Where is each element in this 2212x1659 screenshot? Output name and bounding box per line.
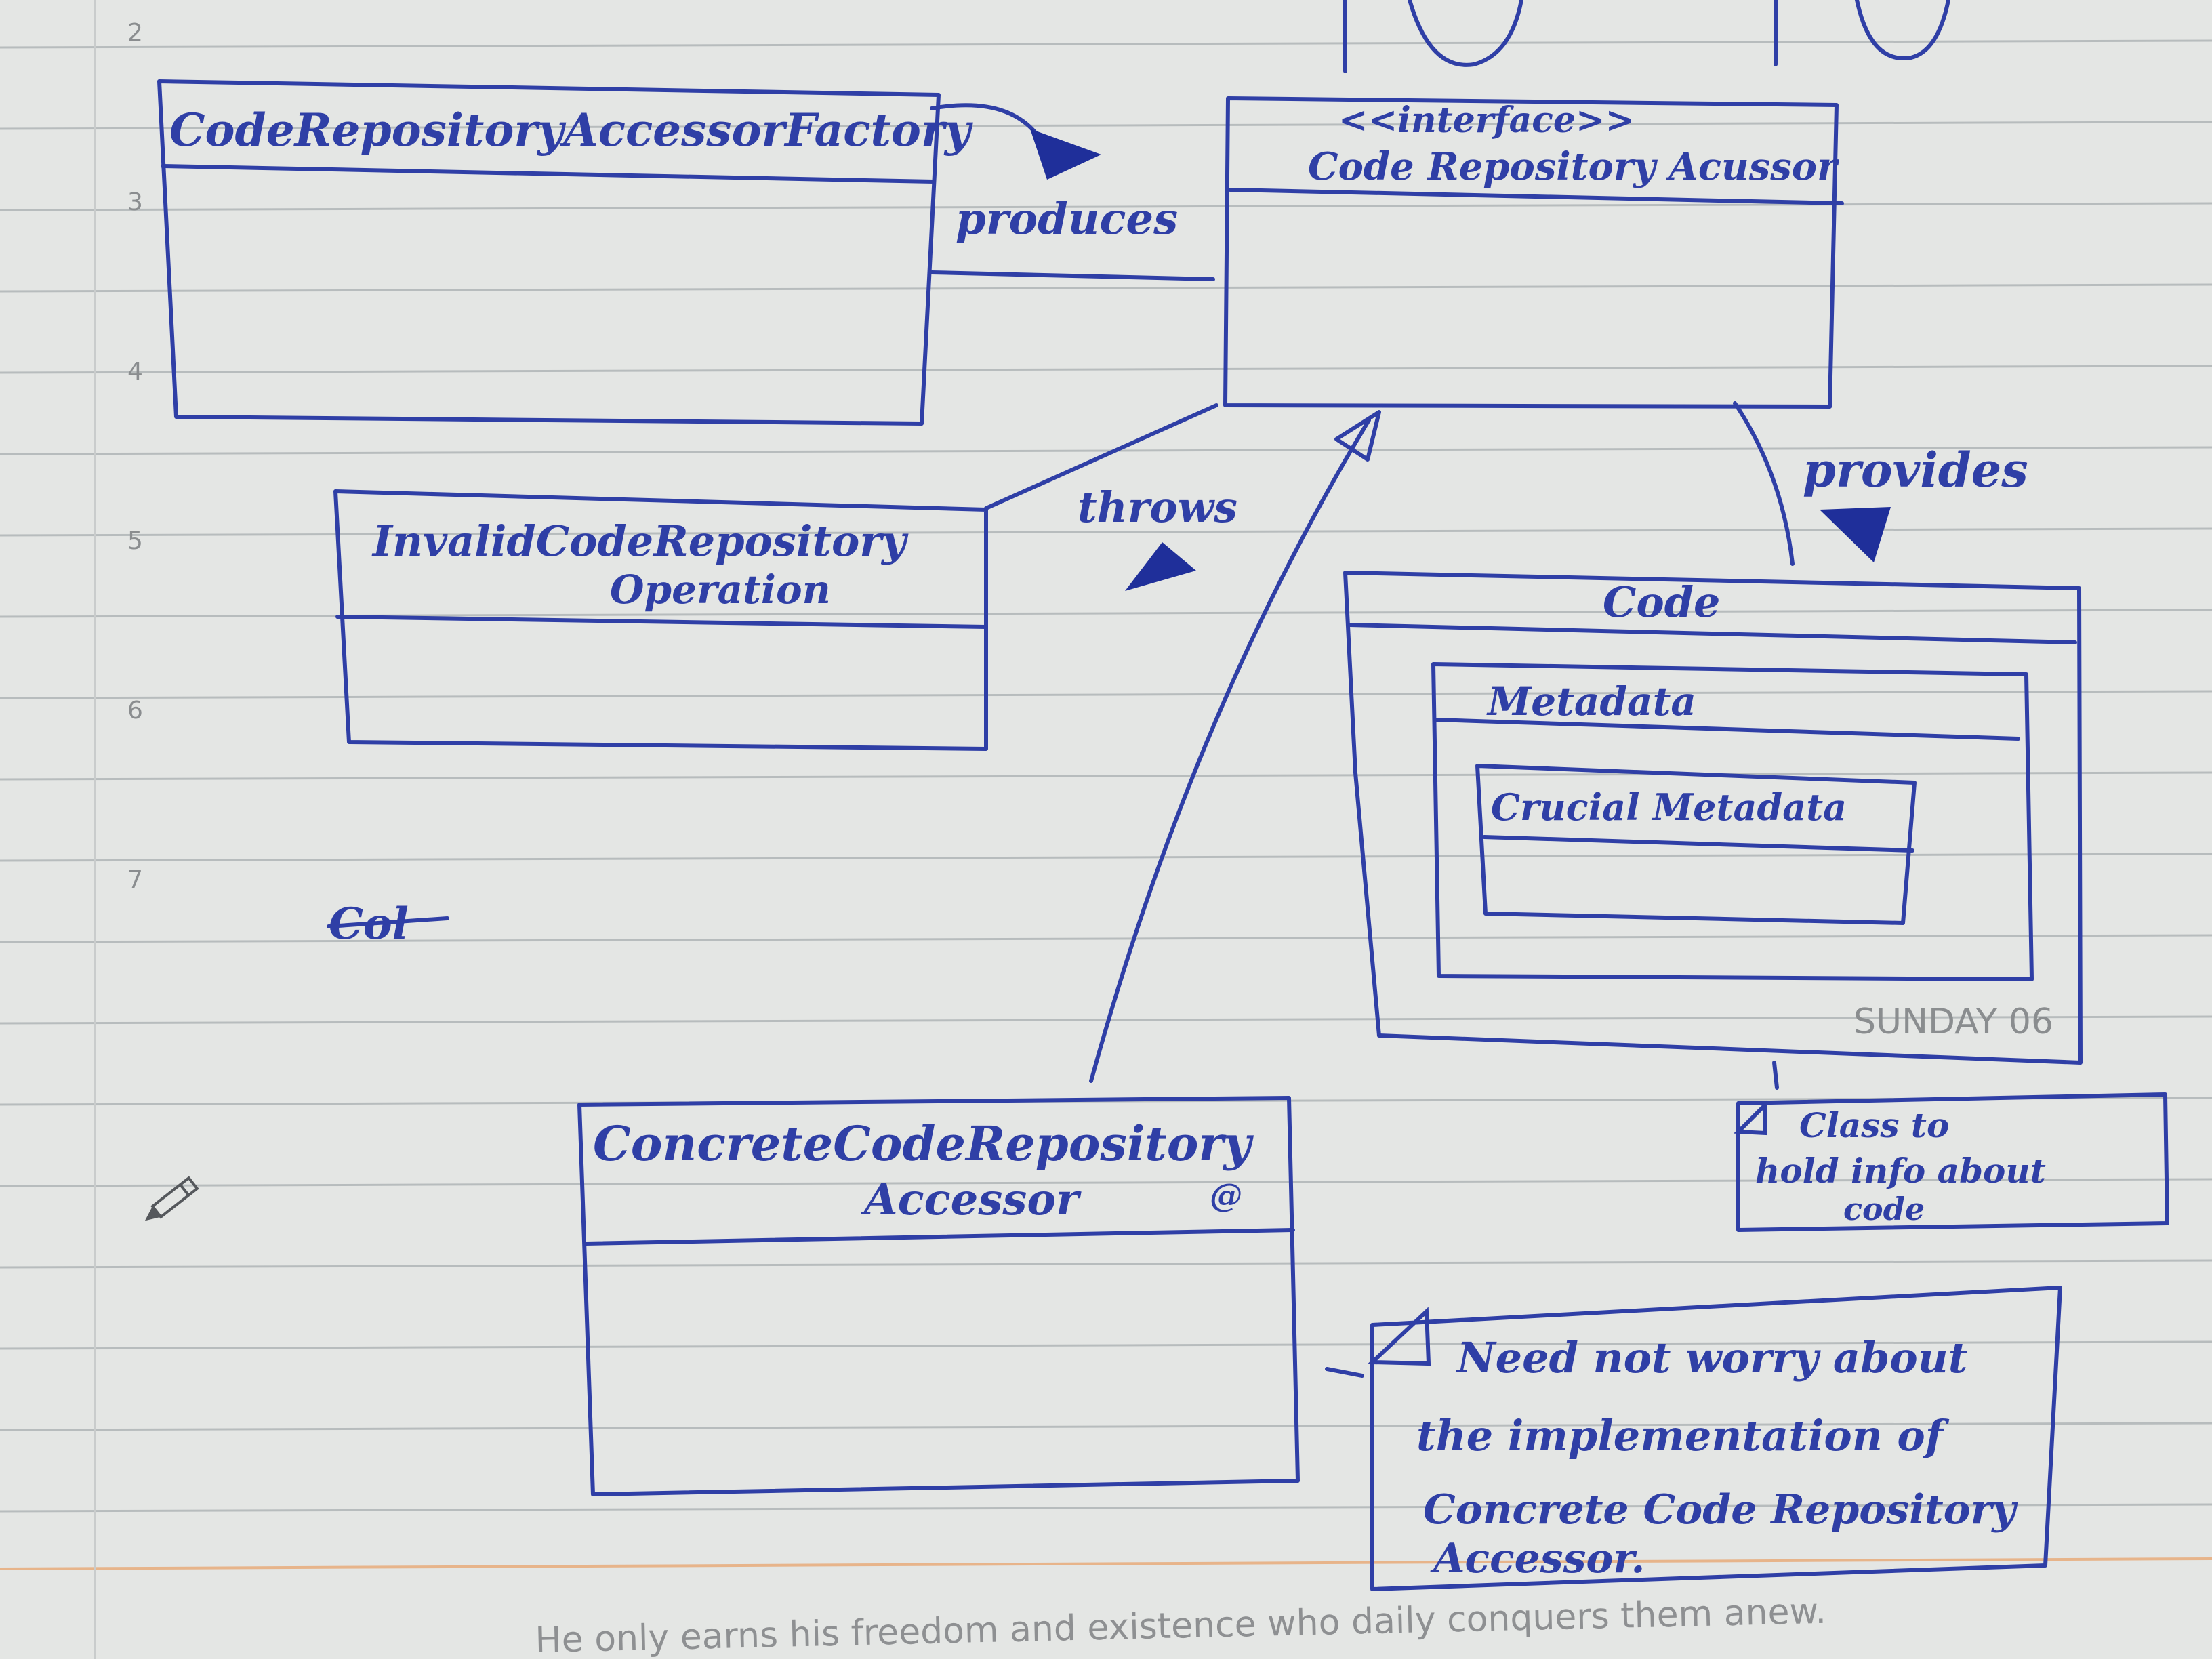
page-number: 4 [127, 358, 143, 386]
throws-label: throws [1078, 483, 1237, 532]
implementation-note: Need not worry about the implementation … [1325, 1286, 2062, 1591]
interface-class-name: Code Repository Acussor [1308, 144, 1839, 189]
printed-quote: He only earns his freedom and existence … [535, 1591, 1827, 1659]
exception-class: InvalidCodeRepository Operation [333, 489, 988, 751]
exception-class-name-line1: InvalidCodeRepository [371, 516, 909, 566]
code-note-line1: Class to [1799, 1105, 1949, 1145]
concrete-class: ConcreteCodeRepository Accessor @ [577, 1096, 1300, 1496]
code-class-name: Code [1603, 577, 1721, 627]
page-number: 7 [127, 866, 143, 894]
produces-association: produces [930, 103, 1215, 281]
concrete-marker: @ [1210, 1176, 1242, 1214]
metadata-class-name: Metadata [1486, 678, 1696, 724]
page-numbers: 2 3 4 5 6 7 [127, 19, 143, 894]
produces-label: produces [956, 194, 1178, 245]
provides-association: provides [1733, 401, 2028, 566]
pencil-icon [144, 1176, 199, 1221]
top-scribbles [1343, 0, 1950, 73]
throws-dependency: throws [984, 403, 1237, 591]
code-note-line2: hold info about [1755, 1151, 2046, 1191]
page-number: 6 [127, 697, 143, 724]
page-number: 2 [127, 19, 143, 47]
factory-class-name: CodeRepositoryAccessorFactory [169, 104, 974, 157]
impl-note-line2: the implementation of [1416, 1411, 1950, 1460]
realization-arrow [1089, 410, 1381, 1083]
crucial-metadata-class-name: Crucial Metadata [1491, 785, 1847, 829]
impl-note-line4: Accessor. [1430, 1535, 1645, 1582]
provides-label: provides [1803, 442, 2028, 498]
exception-class-name-line2: Operation [610, 567, 831, 613]
code-class: Code Metadata Crucial Metadata [1343, 571, 2083, 1065]
concrete-class-name-line1: ConcreteCodeRepository [593, 1115, 1254, 1172]
crossed-scribble: Col [327, 899, 449, 949]
impl-note-line1: Need not worry about [1456, 1333, 1968, 1382]
code-note-line3: code [1843, 1191, 1925, 1227]
interface-class: <<interface>> Code Repository Acussor [1223, 96, 1844, 409]
page-number: 3 [127, 188, 143, 216]
day-label: SUNDAY 06 [1853, 1002, 2053, 1042]
code-note: Class to hold info about code [1734, 1061, 2169, 1232]
factory-class: CodeRepositoryAccessorFactory [157, 79, 974, 426]
page-number: 5 [127, 527, 143, 555]
interface-stereotype: <<interface>> [1338, 100, 1635, 141]
concrete-class-name-line2: Accessor [861, 1174, 1082, 1225]
impl-note-line3: Concrete Code Repository [1423, 1486, 2018, 1534]
